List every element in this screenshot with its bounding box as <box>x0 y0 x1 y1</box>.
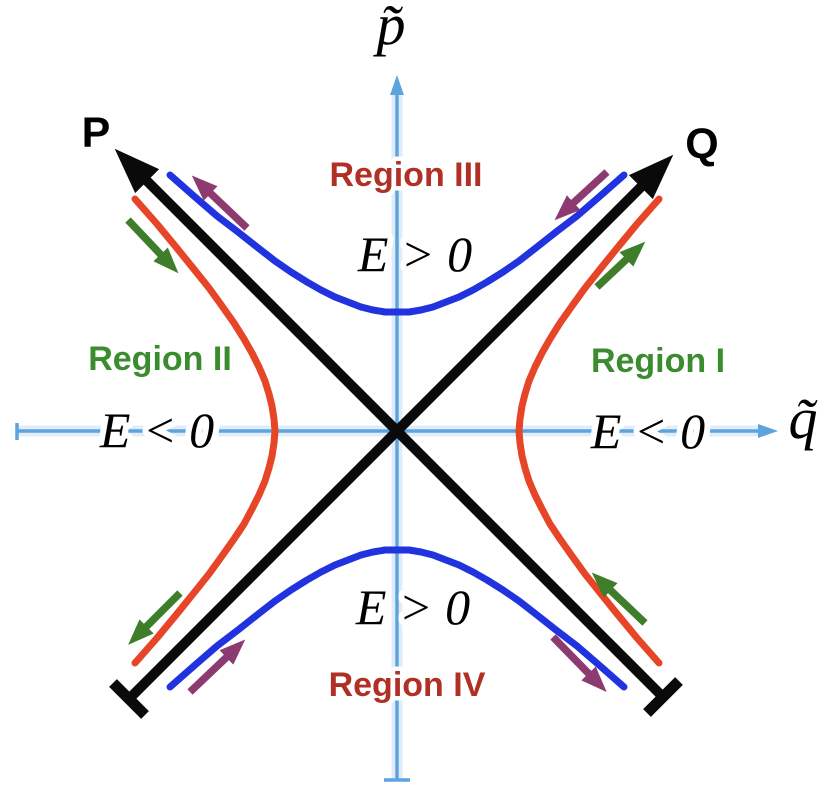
vertical-axis-label: p̃ <box>373 0 406 57</box>
separatrix-p-label: P <box>82 109 111 157</box>
labels: p̃ q̃ P Q Region III Region IV Region II… <box>77 0 822 709</box>
separatrix-q-end-cap <box>109 679 149 719</box>
purple-flow-arrow-top-right <box>554 169 610 221</box>
negative-energy-trajectory-left <box>131 195 279 667</box>
separatrix-p-line <box>114 148 667 701</box>
green-flow-arrow-bottom-left <box>128 590 183 645</box>
region-iv-label: Region IV <box>329 666 486 704</box>
separatrices <box>109 148 683 719</box>
separatrix-q-line <box>125 154 674 703</box>
region-ii-label: Region II <box>88 340 232 378</box>
positive-energy-trajectory-bottom <box>166 546 628 691</box>
purple-flow-arrow-bottom-left <box>187 639 246 695</box>
region-i-label: Region I <box>591 342 725 380</box>
purple-flow-arrow-bottom-right <box>550 634 607 693</box>
energy-label-left: E < 0 <box>99 402 214 458</box>
energy-label-right: E < 0 <box>590 403 705 459</box>
region-iii-label: Region III <box>330 156 483 194</box>
positive-energy-trajectory-top <box>166 171 628 316</box>
negative-energy-trajectory-right <box>515 195 663 667</box>
separatrix-p-end-cap <box>643 677 683 717</box>
energy-label-top: E > 0 <box>357 226 472 282</box>
trajectories <box>131 171 663 691</box>
horizontal-axis-label: q̃ <box>789 386 818 451</box>
energy-label-bottom: E > 0 <box>355 579 470 635</box>
green-flow-arrow-top-left <box>125 217 179 274</box>
purple-flow-arrow-top-left <box>191 175 250 231</box>
green-flow-arrow-top-right <box>594 241 646 290</box>
separatrix-q-label: Q <box>685 120 718 168</box>
flow-arrows <box>125 169 648 695</box>
green-flow-arrow-bottom-right <box>591 572 648 626</box>
